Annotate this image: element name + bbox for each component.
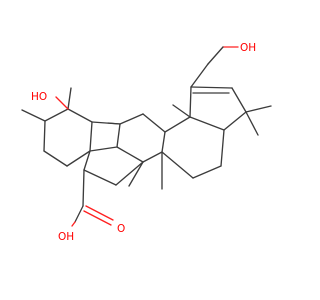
ring-c-bond — [142, 113, 166, 133]
ring-b-bond — [115, 161, 144, 186]
bond-c-carboxyl — [82, 169, 85, 207]
ring-a-bond — [44, 108, 69, 122]
ring-e-bond — [223, 111, 247, 131]
ring-oh-label: HO — [31, 91, 47, 103]
ring-c-bond — [142, 151, 163, 163]
methyl-bond — [245, 111, 259, 136]
bond-ch2-ring — [190, 63, 209, 88]
ring-b-bond — [91, 121, 121, 125]
ring-c-bond — [116, 123, 121, 148]
ring-a-bond — [67, 108, 93, 123]
ring-e-bond — [231, 87, 247, 113]
ring-c-bond — [116, 146, 144, 163]
methyl-bond — [21, 109, 46, 122]
bond-c-o-double — [83, 210, 112, 226]
methyl-bond — [67, 87, 72, 110]
ring-a-bond — [66, 150, 91, 167]
bond-c-oh — [71, 221, 76, 227]
ring-d-bond — [220, 129, 225, 167]
ring-d-bond — [164, 116, 191, 133]
ring-e — [172, 86, 272, 136]
ring-b-bond — [89, 146, 118, 152]
methyl-bond — [128, 161, 144, 187]
bond-c-oh — [74, 205, 84, 223]
acid-oh-label: OH — [58, 231, 74, 243]
acid-carbonyl-o-label: O — [117, 223, 125, 235]
ring-a-bond — [43, 150, 68, 167]
ring-d-bond — [161, 131, 166, 153]
methyl-bond — [172, 104, 191, 118]
ring-b-bond — [83, 169, 117, 186]
ring-a-bond — [43, 120, 46, 152]
methyl-bond — [245, 105, 272, 113]
ring-b-bond — [89, 121, 93, 152]
ring-b-bond — [83, 150, 91, 171]
ring-d — [161, 116, 225, 179]
ring-c — [107, 113, 166, 190]
hydroxymethyl-oh-label: OH — [240, 42, 256, 54]
ring-c-bond — [119, 113, 144, 125]
carboxylic-acid-group: O OH — [58, 169, 125, 243]
ring-e-double-bond — [190, 86, 233, 89]
ring-d-bond — [192, 165, 222, 179]
ring-d-bond — [161, 151, 194, 179]
ring-a: HO — [21, 87, 93, 167]
bond-c-oh — [55, 96, 69, 110]
ring-e-bond — [189, 116, 225, 131]
molecule-structure-diagram: OH — [21, 42, 272, 243]
bond-ch2 — [207, 46, 224, 65]
ring-e-bond — [189, 86, 192, 118]
ring-b — [83, 121, 144, 186]
hydroxymethyl-group: OH — [190, 42, 256, 88]
bond-c-o-double — [85, 205, 114, 221]
